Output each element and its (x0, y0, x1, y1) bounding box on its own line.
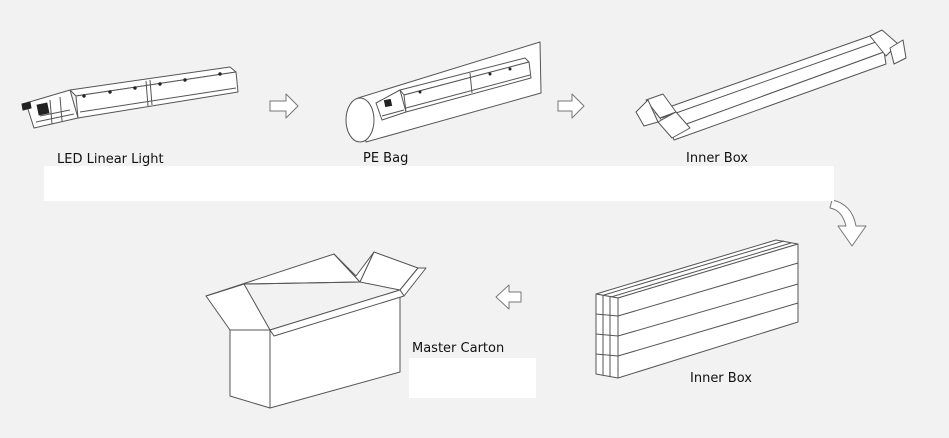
inner-box-stack-illustration (595, 239, 799, 379)
step-label-led-linear-light: LED Linear Light (57, 152, 164, 167)
pe-bag-illustration (345, 41, 542, 143)
redaction-box (409, 358, 536, 398)
arrow-left-icon (495, 284, 522, 310)
master-carton-illustration (205, 251, 427, 409)
led-linear-light-illustration (21, 66, 239, 129)
step-label-master-carton: Master Carton (412, 341, 505, 356)
step-label-inner-box-stack: Inner Box (690, 371, 752, 386)
arrow-right-icon (557, 93, 585, 119)
curved-arrow-down-icon (829, 199, 867, 247)
step-label-inner-box-open: Inner Box (686, 151, 748, 166)
inner-box-open-illustration (635, 29, 907, 141)
redaction-bar (44, 166, 834, 201)
arrow-right-icon (269, 93, 299, 119)
step-label-pe-bag: PE Bag (363, 151, 409, 166)
